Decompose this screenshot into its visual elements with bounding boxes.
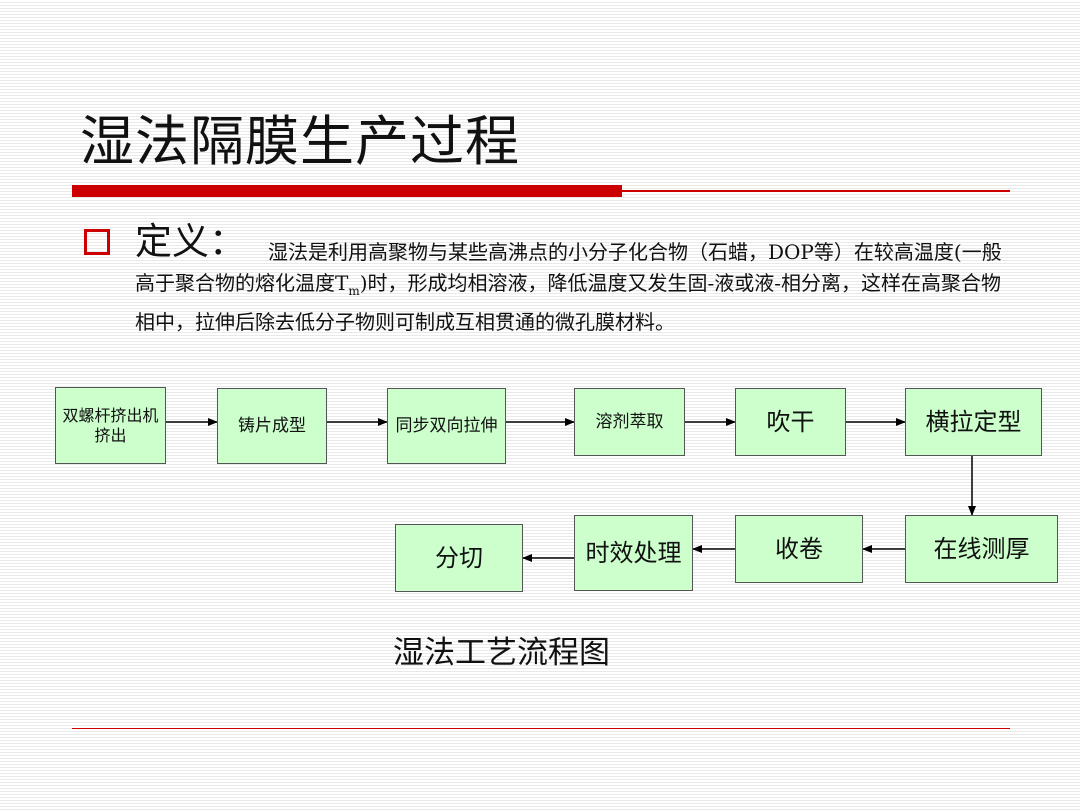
definition-text: 湿法是利用高聚物与某些高沸点的小分子化合物（石蜡，DOP等）在较高温度(一般高于…	[135, 237, 1015, 338]
flow-node-label: 吹干	[766, 407, 815, 436]
footer-line	[72, 728, 1010, 729]
flow-node-n2: 铸片成型	[217, 388, 327, 464]
flow-node-label: 在线测厚	[933, 534, 1030, 563]
flow-node-n9: 时效处理	[574, 515, 693, 591]
flow-node-label: 同步双向拉伸	[395, 415, 498, 436]
definition-label: 定义：	[135, 220, 246, 263]
bullet-square-icon	[84, 229, 110, 255]
flow-node-label: 铸片成型	[238, 415, 306, 436]
flow-node-n6: 横拉定型	[905, 388, 1042, 456]
flow-node-n10: 分切	[395, 524, 523, 592]
flow-node-label: 溶剂萃取	[595, 411, 664, 432]
definition-subscript: m	[348, 284, 360, 298]
flow-node-label: 横拉定型	[925, 407, 1022, 436]
flow-node-n8: 收卷	[735, 515, 863, 583]
flow-node-label: 分切	[435, 543, 483, 572]
flow-node-n7: 在线测厚	[905, 515, 1058, 583]
flow-node-n1: 双螺杆挤出机挤出	[55, 387, 166, 464]
definition-text-part1: 湿法是利用高聚物与某些高沸点的小分子化合物（石蜡，DOP等）在较高温度(一般高于…	[135, 240, 1002, 295]
flow-node-n5: 吹干	[735, 388, 846, 456]
flow-node-n4: 溶剂萃取	[574, 388, 685, 456]
diagram-caption: 湿法工艺流程图	[393, 635, 610, 671]
slide-title: 湿法隔膜生产过程	[80, 110, 520, 173]
title-underline-thin	[622, 190, 1010, 192]
flow-node-label: 收卷	[775, 534, 823, 563]
title-underline-thick	[72, 185, 622, 197]
definition-text-part2: )时，形成均相溶液，降低温度又发生固-液或液-相分离，这样在高聚合物相中，拉伸后…	[135, 271, 1002, 334]
flow-node-n3: 同步双向拉伸	[387, 388, 506, 464]
flow-node-label: 双螺杆挤出机挤出	[62, 406, 159, 445]
flow-node-label: 时效处理	[585, 538, 682, 567]
